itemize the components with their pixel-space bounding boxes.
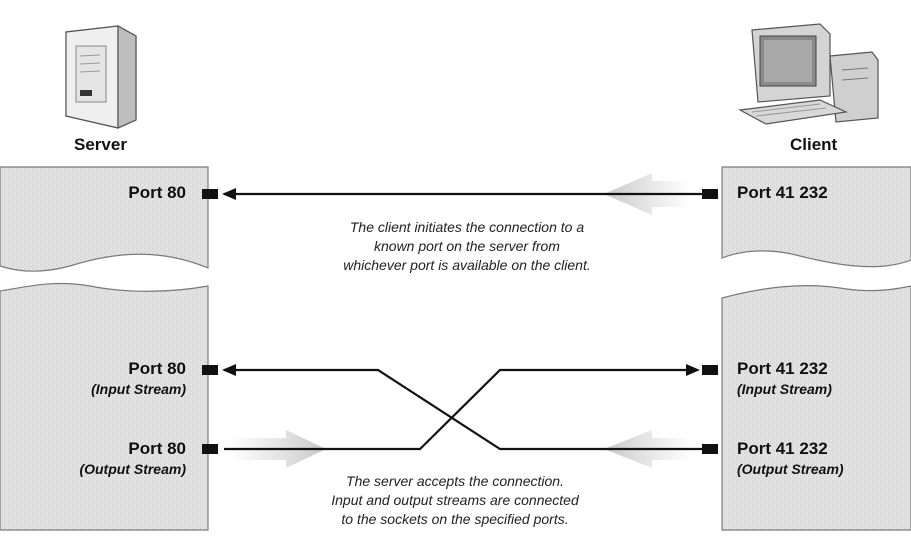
- server-label: Server: [74, 135, 127, 154]
- accept-note: The server accepts the connection. Input…: [331, 473, 580, 527]
- client-port-top-label: Port 41 232: [737, 183, 828, 202]
- accept-note-line-1: The server accepts the connection.: [346, 473, 564, 489]
- client-port-input-label: Port 41 232: [737, 359, 828, 378]
- client-input-stream-label: (Input Stream): [737, 381, 832, 397]
- server-input-stream-label: (Input Stream): [91, 381, 186, 397]
- client-port-connector-input: [702, 365, 718, 375]
- client-panel-bottom: [722, 286, 911, 530]
- client-port-output-label: Port 41 232: [737, 439, 828, 458]
- server-output-stream-label: (Output Stream): [79, 461, 186, 477]
- arrowhead-client-input: [686, 364, 700, 376]
- client-port-connector-output: [702, 444, 718, 454]
- client-output-stream-label: (Output Stream): [737, 461, 844, 477]
- server-port-input-label: Port 80: [128, 359, 186, 378]
- server-port-output-label: Port 80: [128, 439, 186, 458]
- connect-note: The client initiates the connection to a…: [343, 219, 590, 273]
- server-tower-icon: [66, 26, 136, 128]
- connect-note-line-2: known port on the server from: [374, 238, 560, 254]
- desktop-computer-icon: [740, 24, 878, 124]
- arrowhead-server-input: [222, 364, 236, 376]
- accept-note-line-2: Input and output streams are connected: [331, 492, 580, 508]
- client-panel-top: [722, 167, 911, 267]
- server-panel-bottom: [0, 283, 208, 530]
- server-port-top-label: Port 80: [128, 183, 186, 202]
- client-label: Client: [790, 135, 838, 154]
- accept-note-line-3: to the sockets on the specified ports.: [341, 511, 568, 527]
- server-port-connector-top: [202, 189, 218, 199]
- connect-note-line-1: The client initiates the connection to a: [350, 219, 584, 235]
- client-port-connector-top: [702, 189, 718, 199]
- connect-note-line-3: whichever port is available on the clien…: [343, 257, 590, 273]
- server-port-connector-output: [202, 444, 218, 454]
- server-port-connector-input: [202, 365, 218, 375]
